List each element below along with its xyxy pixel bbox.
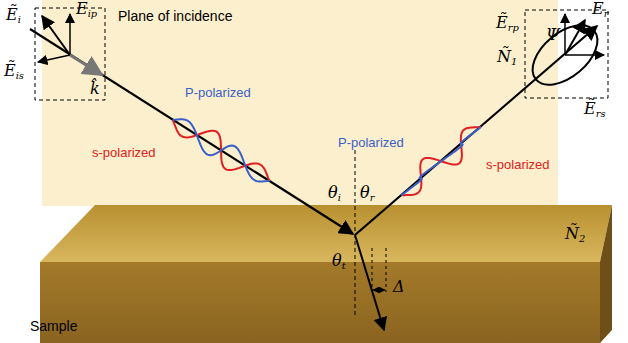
polarization-label: P-polarized — [338, 136, 404, 151]
erp-arrow — [564, 14, 566, 55]
ei-arrow — [42, 16, 70, 55]
field-label: Ẽrp — [496, 14, 519, 33]
sample-side — [600, 205, 612, 343]
p-wave — [173, 119, 270, 181]
field-label: Ẽi — [6, 6, 21, 25]
amplitude-angle-label: Ψ — [546, 26, 560, 44]
field-label: Ẽr — [592, 0, 608, 19]
incident-ray — [30, 29, 353, 234]
eis-arrow — [38, 55, 70, 62]
er-arrow — [565, 20, 585, 55]
angle-label: θt — [332, 252, 346, 271]
delta-arrow — [373, 290, 385, 291]
polarization-ellipse — [522, 14, 609, 97]
medium-index: Ñ1 — [497, 48, 517, 67]
reflected-ray — [355, 26, 597, 235]
angle-label: θi — [328, 184, 341, 203]
sample-front — [40, 262, 600, 343]
wavevector-label: k̂ — [90, 80, 100, 98]
ers-arrow — [565, 54, 604, 56]
field-label: Ẽip — [76, 0, 97, 19]
p-wave — [401, 127, 481, 195]
sample-slab: Sample Ñ2 — [28, 205, 618, 343]
polarization-label: s-polarized — [92, 146, 156, 161]
medium-index: Ñ2 — [565, 225, 585, 244]
field-label: Ẽrs — [584, 100, 606, 119]
sample-top — [40, 205, 612, 262]
phase-label: Δ — [393, 278, 405, 296]
plane-panel — [42, 0, 558, 206]
delta-marker — [372, 248, 373, 292]
plane-of-incidence: Plane of incidenceÑ1 — [42, 0, 558, 205]
s-wave — [173, 120, 270, 181]
node-title: Plane of incidence — [118, 8, 232, 24]
delta-marker — [386, 248, 387, 292]
node-title: Sample — [30, 318, 77, 334]
transmitted-ray — [355, 235, 384, 330]
field-label: Ẽis — [4, 62, 24, 81]
polarization-label: P-polarized — [185, 86, 251, 101]
k-vector — [70, 55, 102, 75]
s-wave — [401, 127, 481, 195]
angle-label: θr — [360, 184, 374, 203]
polarization-label: s-polarized — [486, 158, 550, 173]
eip-arrow — [69, 14, 71, 55]
